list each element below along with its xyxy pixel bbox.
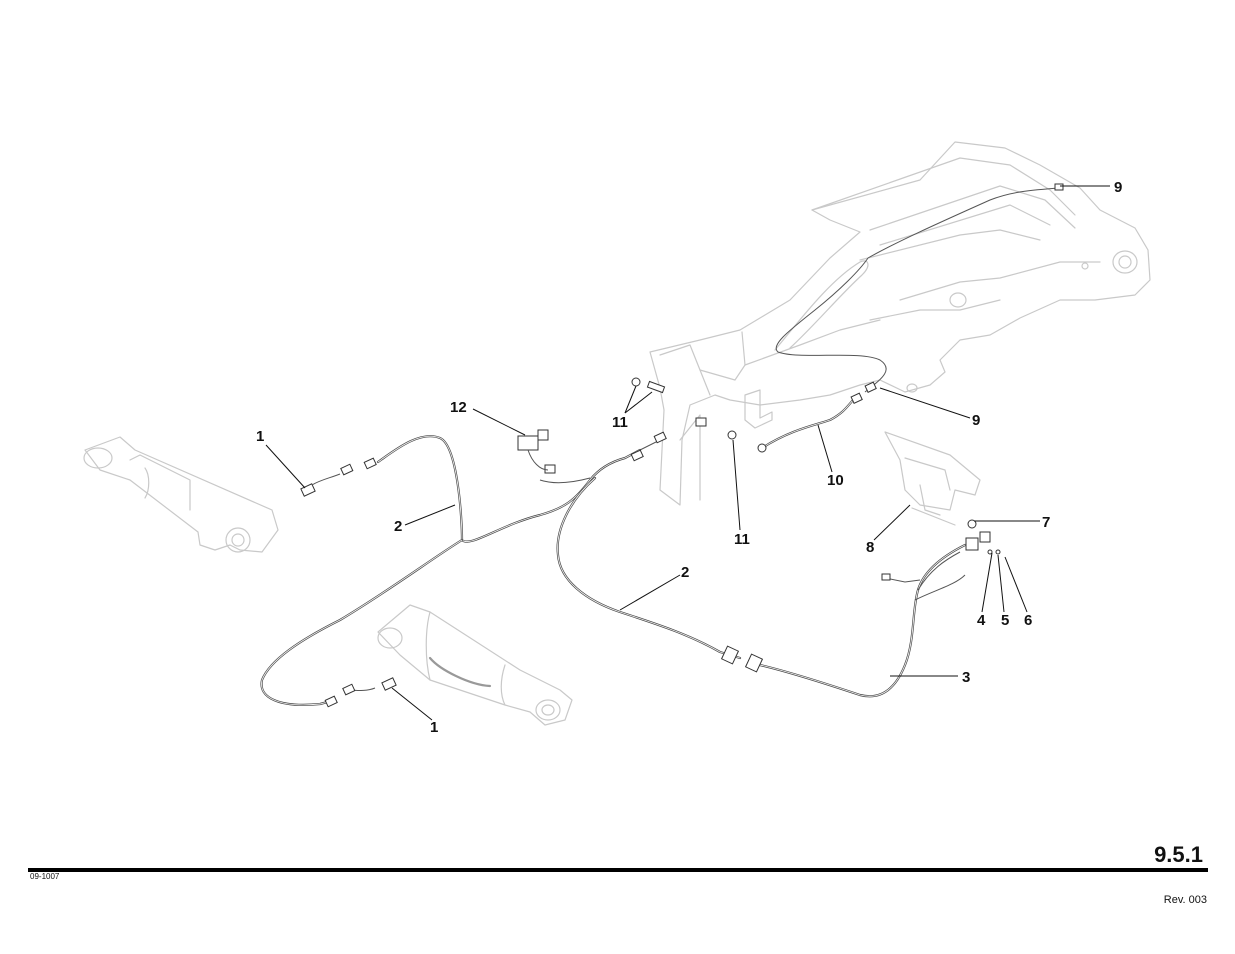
sensor-lower: [325, 678, 396, 707]
callout-12: 12: [450, 399, 467, 416]
callout-1-lower: 1: [430, 719, 438, 736]
left-cylinder-lower-ghost: [378, 605, 572, 725]
wiring-harness: [262, 188, 1060, 705]
switch-assembly: [518, 430, 555, 473]
left-cylinder-upper-ghost: [84, 437, 278, 552]
callout-11-lower: 11: [734, 531, 750, 548]
callout-8: 8: [866, 539, 874, 556]
inline-connectors: [722, 646, 763, 672]
callout-7: 7: [1042, 514, 1050, 531]
section-number: 9.5.1: [1154, 842, 1203, 868]
callout-9-upper: 9: [1114, 179, 1122, 196]
sensor-upper: [301, 458, 376, 496]
platform-bracket-ghost: [885, 432, 980, 525]
callout-11-upper: 11: [612, 414, 628, 431]
connector-group-9: [851, 184, 1063, 403]
document-code: 09-1007: [30, 872, 59, 881]
switch-cluster: [882, 520, 1000, 580]
revision-label: Rev. 003: [1164, 894, 1207, 906]
callout-10: 10: [827, 472, 844, 489]
callout-5: 5: [1001, 612, 1009, 629]
callout-1-upper: 1: [256, 428, 264, 445]
callout-9-lower: 9: [972, 412, 980, 429]
callout-3: 3: [962, 669, 970, 686]
bolt-group: [631, 378, 766, 461]
callout-4: 4: [977, 612, 986, 629]
boom-frame-ghost: [650, 142, 1150, 505]
footer-rule: [28, 868, 1208, 872]
callout-2-upper: 2: [394, 518, 402, 535]
callout-6: 6: [1024, 612, 1032, 629]
callout-2-lower: 2: [681, 564, 689, 581]
